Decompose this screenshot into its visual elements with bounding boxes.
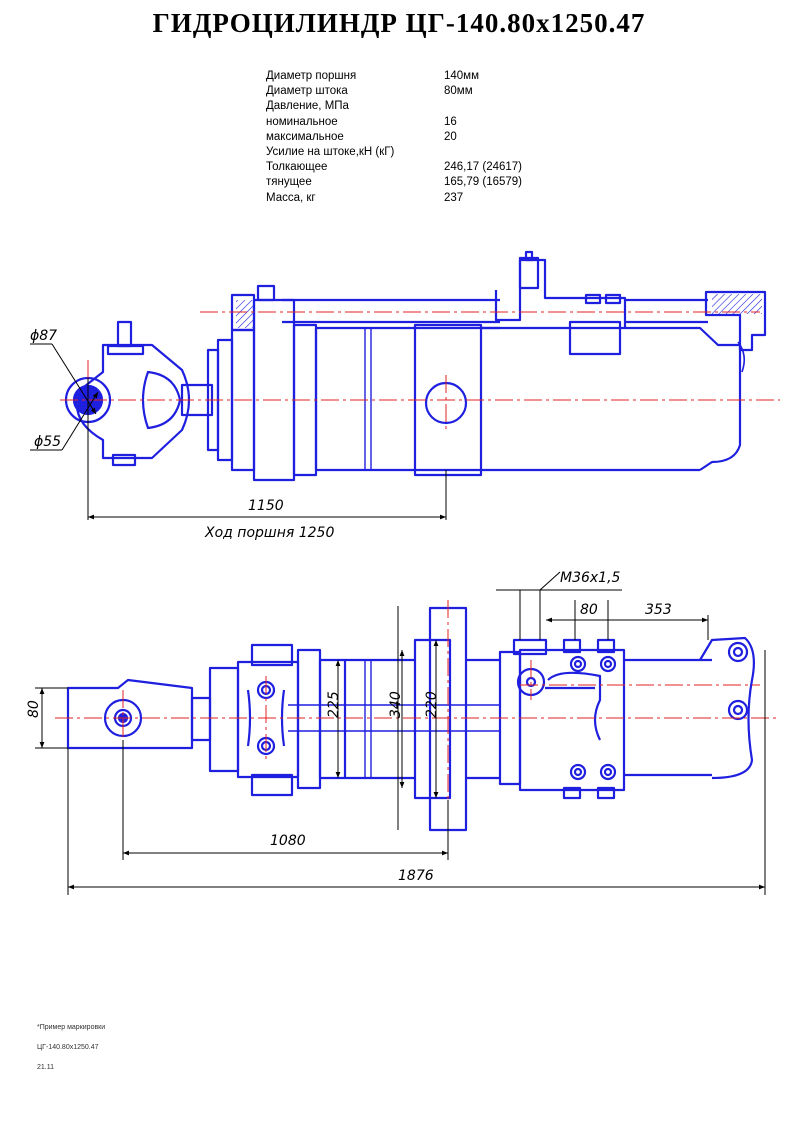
spec-value: 140мм bbox=[444, 70, 479, 82]
top-piping bbox=[282, 250, 708, 356]
spec-label: Толкающее bbox=[266, 161, 328, 174]
spec-value: 165,79 (16579) bbox=[444, 176, 523, 189]
dim-340: 340 bbox=[388, 691, 404, 718]
dim-1876: 1876 bbox=[398, 868, 434, 884]
spec-label: Давление, МПа bbox=[266, 100, 349, 113]
spec-value: 80мм bbox=[444, 85, 473, 98]
dim-220: 220 bbox=[424, 691, 440, 718]
side-dimensions bbox=[30, 343, 447, 520]
dim-1080: 1080 bbox=[270, 833, 306, 849]
gland bbox=[206, 284, 318, 482]
spec-value: 16 bbox=[444, 115, 457, 128]
plan-front-cap bbox=[624, 636, 755, 780]
drawing-title: ГИДРОЦИЛИНДР ЦГ-140.80х1250.47 bbox=[152, 8, 646, 38]
dim-80-holes: 80 bbox=[580, 602, 598, 618]
dim-thread: M36x1,5 bbox=[560, 570, 621, 586]
spec-label: Масса, кг bbox=[266, 191, 316, 204]
dim-h80: 80 bbox=[26, 700, 42, 718]
note-marking: *Пример маркировки bbox=[37, 1024, 106, 1031]
dim-stroke: Ход поршня 1250 bbox=[204, 525, 334, 541]
spec-label: максимальное bbox=[266, 130, 344, 143]
spec-label: Усилие на штоке,кН (кГ) bbox=[266, 145, 395, 158]
dim-353: 353 bbox=[645, 602, 672, 618]
spec-value: 20 bbox=[444, 130, 457, 143]
dim-eye-inner: ϕ55 bbox=[34, 434, 61, 450]
plan-gland bbox=[208, 643, 347, 797]
dim-eye-outer: ϕ87 bbox=[30, 328, 57, 344]
note-date: 21.11 bbox=[37, 1064, 54, 1071]
spec-label: Диаметр поршня bbox=[266, 70, 357, 82]
top-view bbox=[66, 606, 755, 832]
spec-label: тянущее bbox=[266, 176, 312, 189]
dim-225: 225 bbox=[326, 691, 342, 718]
side-view bbox=[64, 250, 767, 482]
front-cap bbox=[704, 290, 767, 373]
spec-value: 237 bbox=[444, 191, 464, 204]
spec-label: номинальное bbox=[266, 115, 338, 128]
spec-label: Диаметр штока bbox=[266, 85, 348, 98]
plan-centerlines bbox=[55, 600, 780, 840]
dim-1150: 1150 bbox=[248, 498, 284, 514]
plan-dimensions bbox=[35, 571, 766, 895]
plan-rod-eye bbox=[66, 678, 212, 750]
valve-block bbox=[498, 638, 626, 800]
spec-value: 246,17 (24617) bbox=[444, 161, 523, 174]
note-code: ЦГ-140.80x1250.47 bbox=[37, 1044, 99, 1051]
